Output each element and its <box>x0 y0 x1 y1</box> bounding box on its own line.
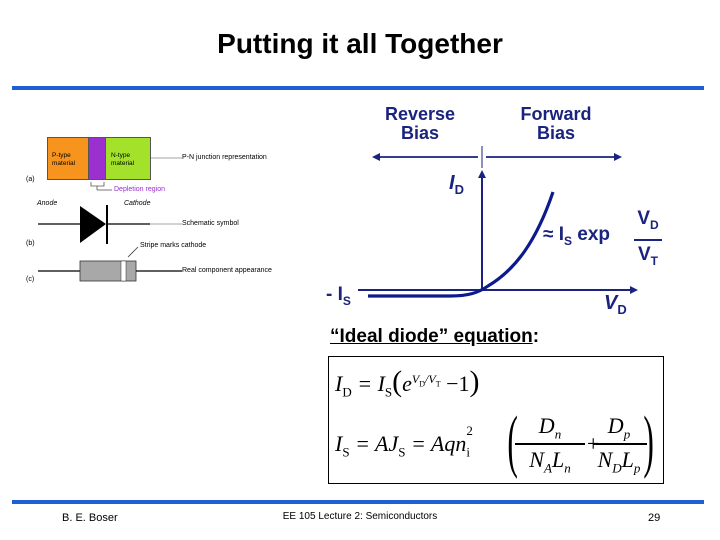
diode-triangle <box>80 206 106 243</box>
depletion-region <box>89 137 105 180</box>
p-type-label: P-type material <box>52 152 76 167</box>
p-type-region: P-type material <box>47 137 89 180</box>
n-type-region: N-type material <box>105 137 151 180</box>
approx-expression: ≈ IS exp <box>543 224 611 248</box>
bottom-divider <box>12 500 704 504</box>
diode-figure-lines <box>38 157 182 282</box>
row-c-label: (c) <box>26 276 35 283</box>
forward-bias-label: Forward Bias <box>520 104 592 143</box>
fraction1-numerator: Dn <box>538 413 562 442</box>
y-axis-label: ID <box>449 172 464 197</box>
stripe-label: Stripe marks cathode <box>140 242 207 249</box>
slide-title: Putting it all Together <box>217 28 503 59</box>
depletion-label: Depletion region <box>114 186 165 193</box>
top-divider <box>12 86 704 90</box>
paren-right: ) <box>643 403 654 480</box>
anode-label: Anode <box>37 200 58 207</box>
page-number: 29 <box>648 512 661 524</box>
row-b-label: (b) <box>26 240 35 247</box>
equation-line-1: ID = IS(eVD/VT −1) <box>335 365 480 400</box>
cathode-stripe <box>120 260 127 282</box>
fraction-numerator: VD <box>637 208 659 232</box>
equation-heading: “Ideal diode” equation: <box>330 326 540 347</box>
row-a-label: (a) <box>26 176 35 183</box>
schematic-label: Schematic symbol <box>182 220 239 227</box>
reverse-bias-label: Reverse Bias <box>384 104 456 143</box>
fraction1-bar <box>515 443 585 445</box>
iv-curve <box>368 191 555 298</box>
paren-left: ( <box>507 403 518 480</box>
real-component-label: Real component appearance <box>182 267 272 274</box>
fraction-denominator: VT <box>637 244 659 268</box>
neg-saturation-label: - IS <box>326 284 351 308</box>
n-type-label: N-type material <box>111 152 135 167</box>
pn-junction-label: P-N junction representation <box>182 154 267 161</box>
footer-author: B. E. Boser <box>62 512 118 524</box>
fraction1-denominator: NALn <box>529 447 571 476</box>
x-axis-label: VD <box>604 292 627 317</box>
footer-course: EE 105 Lecture 2: Semiconductors <box>282 511 438 522</box>
fraction2-denominator: NDLp <box>597 447 641 476</box>
fraction2-bar <box>593 443 647 445</box>
cathode-label: Cathode <box>124 200 151 207</box>
fraction2-numerator: Dp <box>607 413 631 442</box>
